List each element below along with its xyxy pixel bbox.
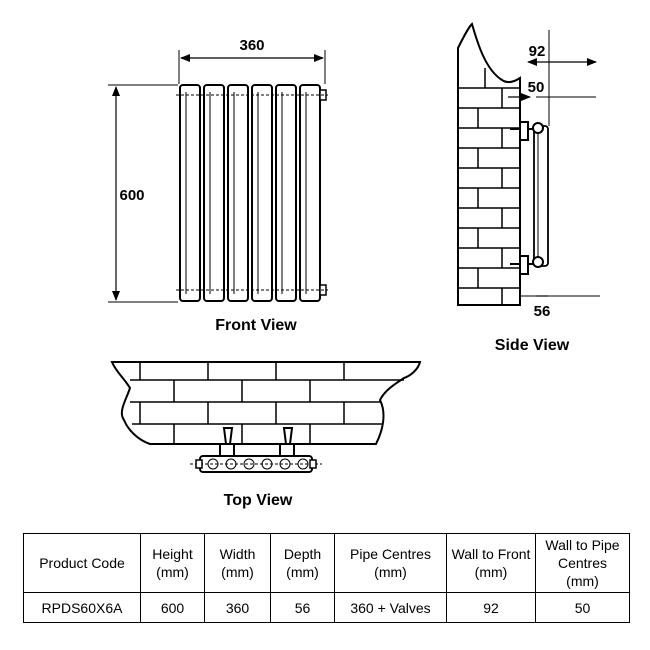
side-view-title: Side View [495, 337, 570, 354]
top-view-title: Top View [224, 492, 293, 509]
table-row: RPDS60X6A 600 360 56 360 + Valves 92 50 [23, 592, 630, 623]
front-view: 360 600 Front View [108, 37, 328, 334]
wall-brackets [510, 121, 544, 275]
cell-width: 360 [204, 592, 271, 623]
spec-table: Product Code Height(mm) Width(mm) Depth(… [23, 533, 630, 623]
cell-pipe-centres: 360 + Valves [334, 592, 447, 623]
spec-table-header-row: Product Code Height(mm) Width(mm) Depth(… [23, 533, 630, 593]
cell-wall-to-front: 92 [446, 592, 536, 623]
top-wall-bricks [130, 362, 404, 444]
side-wall-bricks [458, 68, 520, 305]
header-pipe-centres: Pipe Centres(mm) [334, 533, 447, 593]
radiator-side-profile [533, 125, 549, 267]
wall-to-pipe-label: 50 [528, 79, 545, 96]
header-product-code: Product Code [23, 533, 141, 593]
cell-height: 600 [140, 592, 205, 623]
header-depth: Depth(mm) [270, 533, 335, 593]
cell-wall-to-pipe-centres: 50 [535, 592, 630, 623]
width-label: 360 [239, 37, 264, 54]
side-wall-outline [457, 22, 521, 306]
radiator-columns [179, 84, 321, 302]
front-view-title: Front View [215, 317, 297, 334]
technical-drawing: 360 600 Front View [108, 22, 600, 509]
header-width: Width(mm) [204, 533, 271, 593]
header-wall-to-front: Wall to Front(mm) [446, 533, 536, 593]
top-view: Top View [110, 361, 422, 509]
wall-to-front-label: 92 [529, 43, 546, 60]
side-view: 92 50 56 Side View [457, 22, 600, 354]
cell-depth: 56 [270, 592, 335, 623]
header-height: Height(mm) [140, 533, 205, 593]
cell-product-code: RPDS60X6A [23, 592, 141, 623]
depth-label: 56 [534, 303, 551, 320]
height-label: 600 [119, 187, 144, 204]
top-wall-outline [110, 361, 422, 445]
